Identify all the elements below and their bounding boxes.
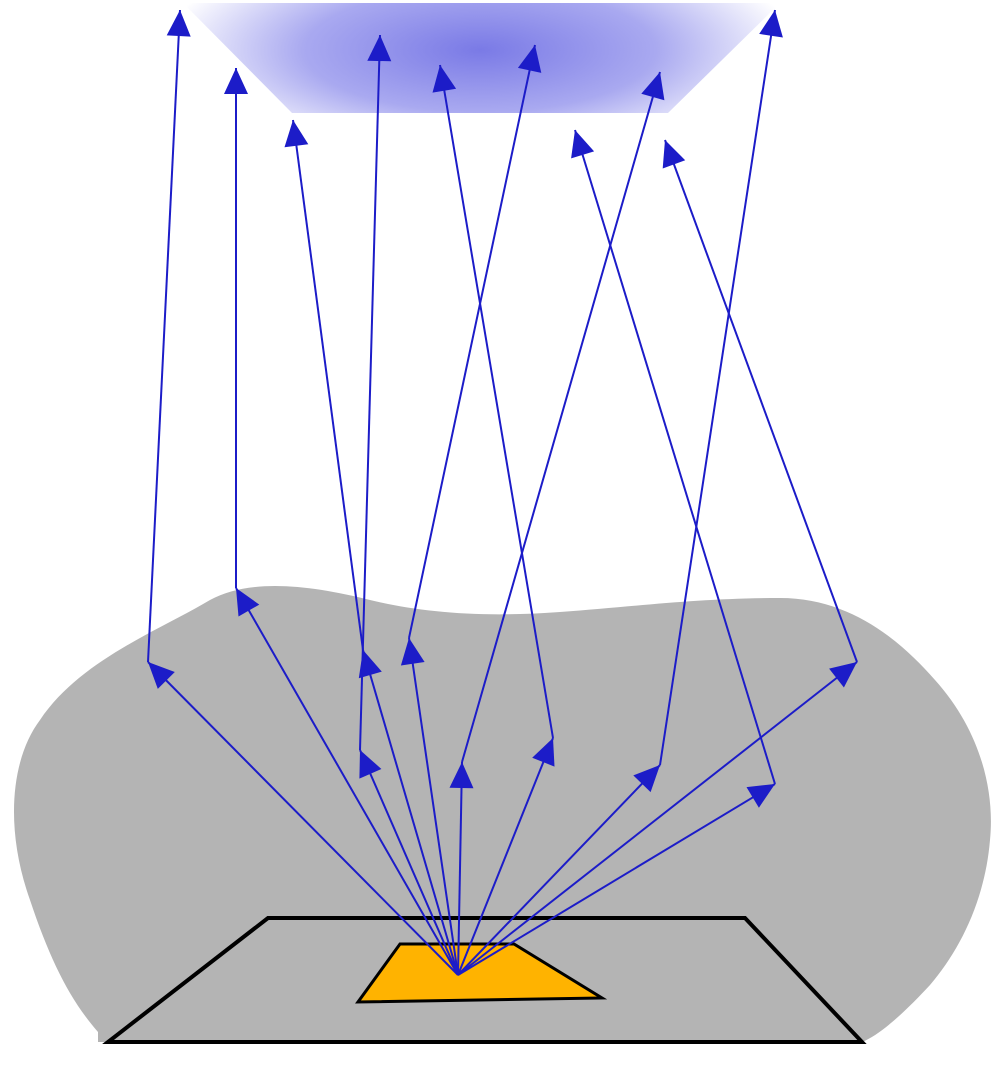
ray-arrows	[147, 9, 858, 976]
ray-segment	[292, 119, 364, 651]
ray-segment	[359, 34, 381, 751]
ray-segment	[457, 783, 776, 976]
arrowhead	[148, 662, 175, 689]
sky-patch	[183, 3, 780, 113]
ray-segment	[362, 649, 459, 976]
arrowhead	[284, 120, 309, 148]
ray-segment	[235, 587, 459, 976]
arrowhead	[359, 750, 382, 779]
ray-segment	[457, 737, 554, 976]
arrowhead	[746, 784, 775, 808]
ray-segment	[664, 139, 858, 663]
ray-segment	[408, 44, 536, 639]
arrowhead	[449, 762, 474, 789]
arrowhead	[224, 68, 248, 94]
ray-segment	[457, 761, 463, 976]
ray-segment	[461, 71, 661, 763]
ray-segment	[457, 764, 661, 976]
ray-segment	[408, 637, 459, 976]
arrowhead	[367, 35, 392, 62]
arrowhead	[432, 65, 457, 93]
arrowhead	[829, 662, 857, 688]
arrowhead	[571, 130, 595, 159]
ray-segment	[574, 129, 776, 785]
ray-segment	[359, 749, 459, 976]
ray-segment	[457, 661, 858, 976]
ray-segment	[147, 661, 459, 976]
ray-segment	[147, 9, 181, 663]
arrowhead	[641, 72, 665, 101]
arrowhead	[759, 10, 783, 38]
arrowhead	[662, 140, 686, 169]
arrowhead	[400, 638, 425, 666]
emitting-patch	[355, 942, 608, 1004]
arrowhead	[532, 738, 555, 767]
arrowhead	[517, 45, 542, 73]
arrowhead	[358, 650, 382, 679]
arrowhead	[633, 765, 660, 793]
arrowhead	[166, 10, 191, 37]
arrowhead	[236, 588, 260, 617]
ray-segment	[659, 9, 776, 766]
ray-segment	[439, 64, 554, 739]
